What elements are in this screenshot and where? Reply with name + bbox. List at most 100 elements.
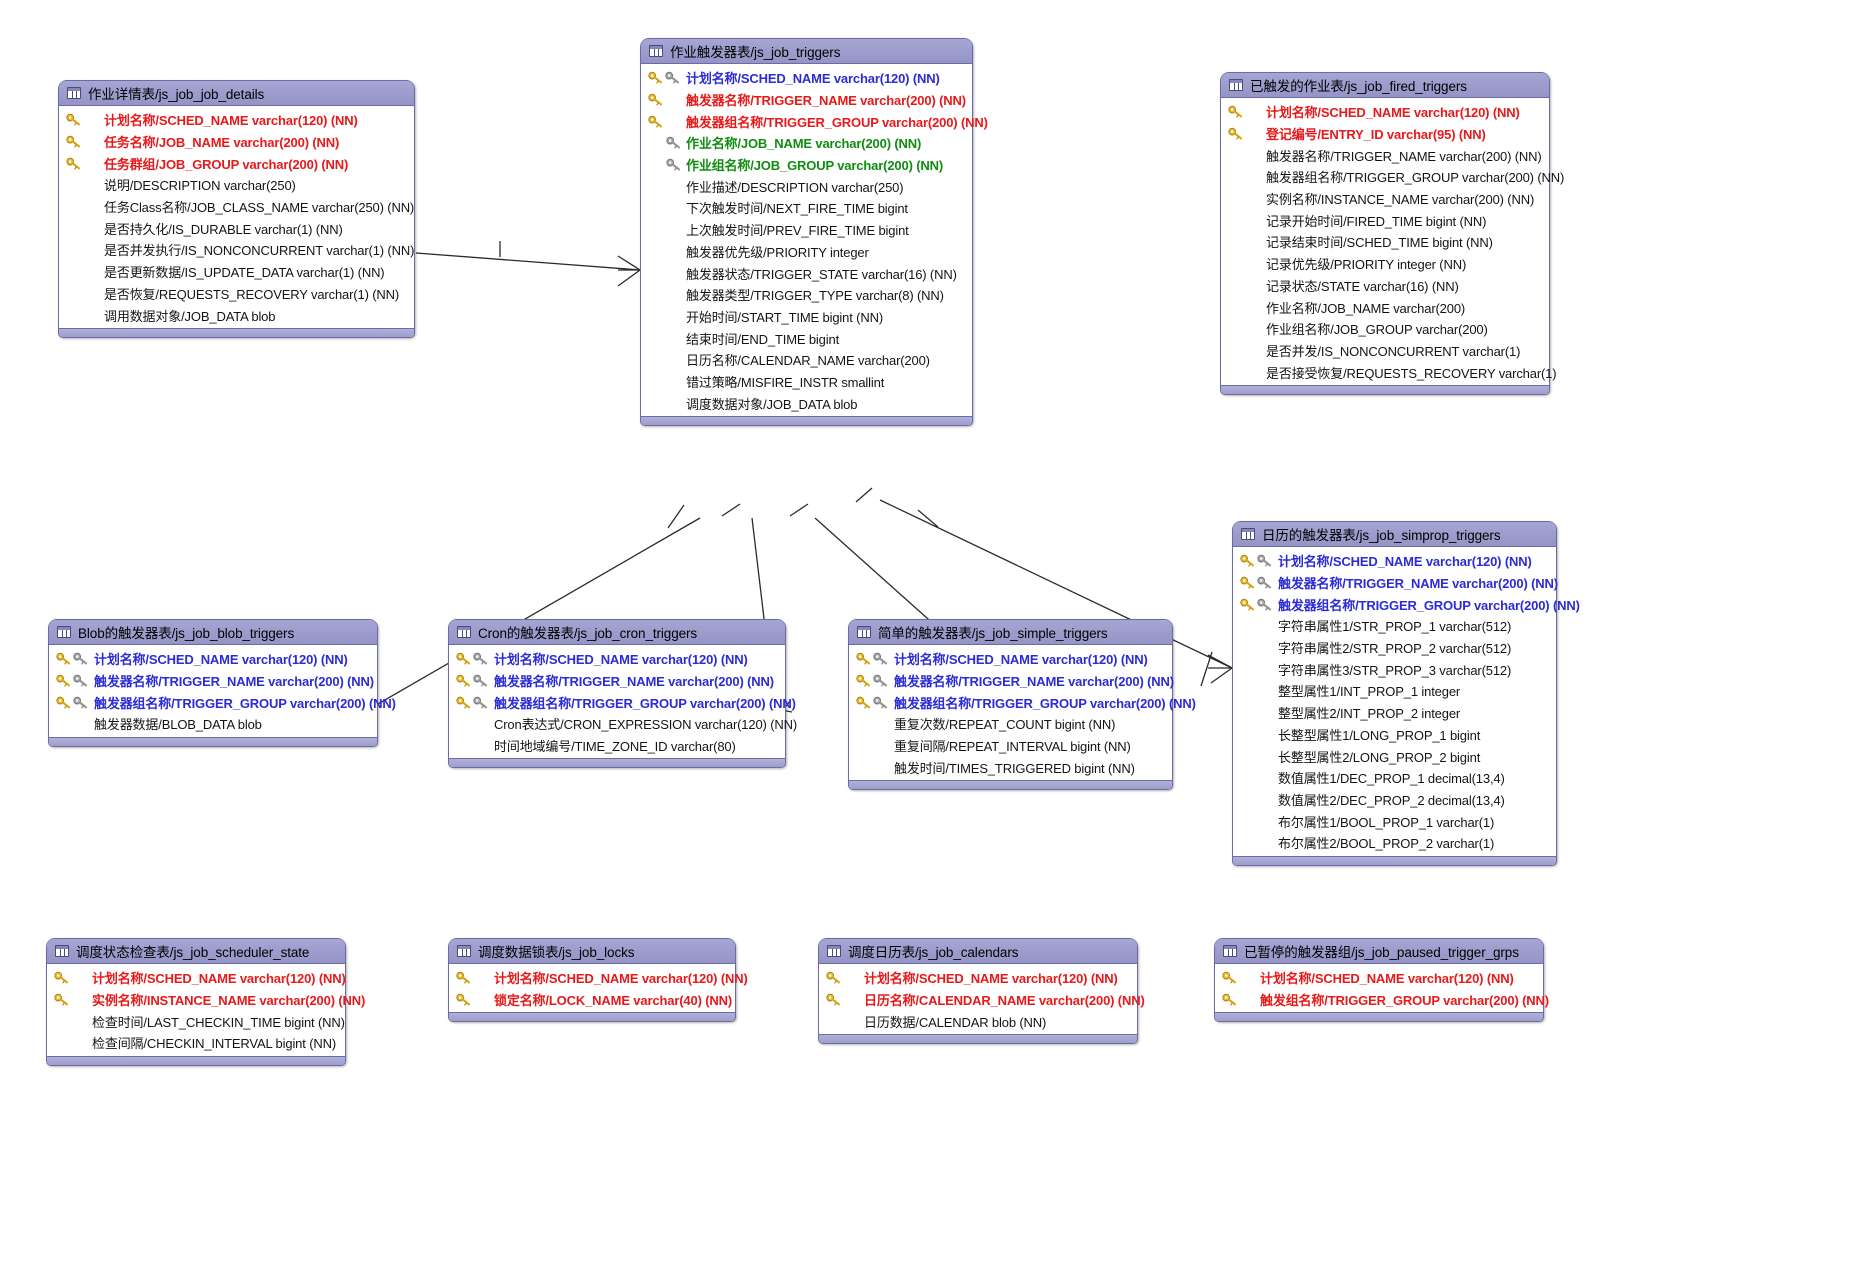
field-row[interactable]: 结束时间/END_TIME bigint [641,327,972,349]
field-row[interactable]: 调度数据对象/JOB_DATA blob [641,392,972,414]
field-row[interactable]: 计划名称/SCHED_NAME varchar(120) (NN) [49,648,377,670]
field-row[interactable]: 作业描述/DESCRIPTION varchar(250) [641,175,972,197]
field-row[interactable]: 是否持久化/IS_DURABLE varchar(1) (NN) [59,217,414,239]
entity-js_job_scheduler_state[interactable]: 调度状态检查表/js_job_scheduler_state 计划名称/SCHED… [46,938,365,1066]
entity-js_job_job_details[interactable]: 作业详情表/js_job_job_details 计划名称/SCHED_NAME … [58,80,415,338]
field-row[interactable]: 时间地域编号/TIME_ZONE_ID varchar(80) [449,735,785,757]
field-row[interactable]: 任务Class名称/JOB_CLASS_NAME varchar(250) (N… [59,196,414,218]
entity-header-js_job_simple_triggers[interactable]: 简单的触发器表/js_job_simple_triggers [849,620,1172,645]
field-row[interactable]: 任务群组/JOB_GROUP varchar(200) (NN) [59,152,414,174]
field-row[interactable]: 长整型属性2/LONG_PROP_2 bigint [1233,745,1556,767]
field-row[interactable]: 计划名称/SCHED_NAME varchar(120) (NN) [47,967,346,989]
field-row[interactable]: 触发器优先级/PRIORITY integer [641,241,972,263]
field-row[interactable]: 触发器数据/BLOB_DATA blob [49,713,377,735]
field-row[interactable]: Cron表达式/CRON_EXPRESSION varchar(120) (NN… [449,713,797,735]
entity-header-js_job_calendars[interactable]: 调度日历表/js_job_calendars [819,939,1137,964]
field-row[interactable]: 计划名称/SCHED_NAME varchar(120) (NN) [449,648,785,670]
field-row[interactable]: 触发器组名称/TRIGGER_GROUP varchar(200) (NN) [1221,166,1564,188]
field-row[interactable]: 重复间隔/REPEAT_INTERVAL bigint (NN) [849,735,1172,757]
field-row[interactable]: 开始时间/START_TIME bigint (NN) [641,306,972,328]
field-row[interactable]: 是否接受恢复/REQUESTS_RECOVERY varchar(1) [1221,361,1557,383]
entity-js_job_paused_trigger_grps[interactable]: 已暂停的触发器组/js_job_paused_trigger_grps 计划名称/… [1214,938,1549,1023]
field-row[interactable]: 触发器名称/TRIGGER_NAME varchar(200) (NN) [1233,572,1558,594]
field-row[interactable]: 触发器名称/TRIGGER_NAME varchar(200) (NN) [849,670,1174,692]
field-row[interactable]: 字符串属性3/STR_PROP_3 varchar(512) [1233,658,1556,680]
entity-js_job_simple_triggers[interactable]: 简单的触发器表/js_job_simple_triggers 计划名称/SCHED… [848,619,1196,791]
entity-header-js_job_blob_triggers[interactable]: Blob的触发器表/js_job_blob_triggers [49,620,377,645]
field-row[interactable]: 计划名称/SCHED_NAME varchar(120) (NN) [449,967,748,989]
field-row[interactable]: 锁定名称/LOCK_NAME varchar(40) (NN) [449,989,735,1011]
field-row[interactable]: 数值属性1/DEC_PROP_1 decimal(13,4) [1233,767,1556,789]
field-row[interactable]: 字符串属性1/STR_PROP_1 varchar(512) [1233,615,1556,637]
field-row[interactable]: 计划名称/SCHED_NAME varchar(120) (NN) [1215,967,1543,989]
field-row[interactable]: 上次触发时间/PREV_FIRE_TIME bigint [641,219,972,241]
field-row[interactable]: 计划名称/SCHED_NAME varchar(120) (NN) [641,67,972,89]
field-row[interactable]: 检查时间/LAST_CHECKIN_TIME bigint (NN) [47,1010,345,1032]
entity-header-js_job_triggers[interactable]: 作业触发器表/js_job_triggers [641,39,972,64]
field-row[interactable]: 说明/DESCRIPTION varchar(250) [59,174,414,196]
field-row[interactable]: 日历名称/CALENDAR_NAME varchar(200) [641,349,972,371]
field-row[interactable]: 触发器状态/TRIGGER_STATE varchar(16) (NN) [641,262,972,284]
field-row[interactable]: 是否并发执行/IS_NONCONCURRENT varchar(1) (NN) [59,239,414,261]
field-row[interactable]: 触发器名称/TRIGGER_NAME varchar(200) (NN) [1221,144,1549,166]
field-row[interactable]: 下次触发时间/NEXT_FIRE_TIME bigint [641,197,972,219]
field-row[interactable]: 触发组名称/TRIGGER_GROUP varchar(200) (NN) [1215,989,1549,1011]
field-row[interactable]: 计划名称/SCHED_NAME varchar(120) (NN) [849,648,1172,670]
field-row[interactable]: 触发器名称/TRIGGER_NAME varchar(200) (NN) [641,89,972,111]
field-row[interactable]: 日历名称/CALENDAR_NAME varchar(200) (NN) [819,989,1145,1011]
field-row[interactable]: 记录结束时间/SCHED_TIME bigint (NN) [1221,231,1549,253]
field-row[interactable]: 触发时间/TIMES_TRIGGERED bigint (NN) [849,756,1172,778]
field-row[interactable]: 是否更新数据/IS_UPDATE_DATA varchar(1) (NN) [59,261,414,283]
field-row[interactable]: 触发器组名称/TRIGGER_GROUP varchar(200) (NN) [449,691,796,713]
field-row[interactable]: 任务名称/JOB_NAME varchar(200) (NN) [59,131,414,153]
entity-js_job_calendars[interactable]: 调度日历表/js_job_calendars 计划名称/SCHED_NAME va… [818,938,1145,1045]
field-row[interactable]: 是否并发/IS_NONCONCURRENT varchar(1) [1221,340,1549,362]
field-row[interactable]: 计划名称/SCHED_NAME varchar(120) (NN) [819,967,1137,989]
field-row[interactable]: 检查间隔/CHECKIN_INTERVAL bigint (NN) [47,1032,345,1054]
entity-js_job_locks[interactable]: 调度数据锁表/js_job_locks 计划名称/SCHED_NAME varch… [448,938,748,1023]
field-row[interactable]: 实例名称/INSTANCE_NAME varchar(200) (NN) [1221,188,1549,210]
field-row[interactable]: 数值属性2/DEC_PROP_2 decimal(13,4) [1233,789,1556,811]
entity-js_job_simprop_triggers[interactable]: 日历的触发器表/js_job_simprop_triggers 计划名称/SCHE… [1232,521,1580,866]
entity-header-js_job_scheduler_state[interactable]: 调度状态检查表/js_job_scheduler_state [47,939,345,964]
field-row[interactable]: 布尔属性2/BOOL_PROP_2 varchar(1) [1233,832,1556,854]
field-row[interactable]: 作业名称/JOB_NAME varchar(200) (NN) [641,132,972,154]
field-row[interactable]: 字符串属性2/STR_PROP_2 varchar(512) [1233,637,1556,659]
field-row[interactable]: 触发器组名称/TRIGGER_GROUP varchar(200) (NN) [1233,593,1580,615]
field-row[interactable]: 长整型属性1/LONG_PROP_1 bigint [1233,724,1556,746]
field-row[interactable]: 记录开始时间/FIRED_TIME bigint (NN) [1221,209,1549,231]
field-row[interactable]: 日历数据/CALENDAR blob (NN) [819,1010,1137,1032]
entity-js_job_cron_triggers[interactable]: Cron的触发器表/js_job_cron_triggers 计划名称/SCHED… [448,619,797,769]
field-row[interactable]: 计划名称/SCHED_NAME varchar(120) (NN) [1233,550,1556,572]
field-row[interactable]: 触发器名称/TRIGGER_NAME varchar(200) (NN) [49,670,377,692]
entity-header-js_job_cron_triggers[interactable]: Cron的触发器表/js_job_cron_triggers [449,620,785,645]
entity-header-js_job_locks[interactable]: 调度数据锁表/js_job_locks [449,939,735,964]
field-row[interactable]: 布尔属性1/BOOL_PROP_1 varchar(1) [1233,810,1556,832]
field-row[interactable]: 重复次数/REPEAT_COUNT bigint (NN) [849,713,1172,735]
field-row[interactable]: 实例名称/INSTANCE_NAME varchar(200) (NN) [47,989,365,1011]
entity-js_job_blob_triggers[interactable]: Blob的触发器表/js_job_blob_triggers 计划名称/SCHED… [48,619,396,747]
field-row[interactable]: 登记编号/ENTRY_ID varchar(95) (NN) [1221,123,1549,145]
field-row[interactable]: 作业名称/JOB_NAME varchar(200) [1221,296,1549,318]
entity-header-js_job_paused_trigger_grps[interactable]: 已暂停的触发器组/js_job_paused_trigger_grps [1215,939,1543,964]
field-row[interactable]: 错过策略/MISFIRE_INSTR smallint [641,371,972,393]
entity-header-js_job_fired_triggers[interactable]: 已触发的作业表/js_job_fired_triggers [1221,73,1549,98]
field-row[interactable]: 记录状态/STATE varchar(16) (NN) [1221,275,1549,297]
field-row[interactable]: 整型属性1/INT_PROP_1 integer [1233,680,1556,702]
field-row[interactable]: 触发器名称/TRIGGER_NAME varchar(200) (NN) [449,670,785,692]
field-row[interactable]: 触发器组名称/TRIGGER_GROUP varchar(200) (NN) [49,691,396,713]
entity-header-js_job_simprop_triggers[interactable]: 日历的触发器表/js_job_simprop_triggers [1233,522,1556,547]
field-row[interactable]: 记录优先级/PRIORITY integer (NN) [1221,253,1549,275]
field-row[interactable]: 触发器类型/TRIGGER_TYPE varchar(8) (NN) [641,284,972,306]
field-row[interactable]: 调用数据对象/JOB_DATA blob [59,304,414,326]
field-row[interactable]: 触发器组名称/TRIGGER_GROUP varchar(200) (NN) [641,110,988,132]
field-row[interactable]: 是否恢复/REQUESTS_RECOVERY varchar(1) (NN) [59,283,414,305]
entity-js_job_triggers[interactable]: 作业触发器表/js_job_triggers 计划名称/SCHED_NAME va… [640,38,988,426]
field-row[interactable]: 整型属性2/INT_PROP_2 integer [1233,702,1556,724]
field-row[interactable]: 作业组名称/JOB_GROUP varchar(200) (NN) [641,154,972,176]
entity-header-js_job_job_details[interactable]: 作业详情表/js_job_job_details [59,81,414,106]
field-row[interactable]: 作业组名称/JOB_GROUP varchar(200) [1221,318,1549,340]
field-row[interactable]: 触发器组名称/TRIGGER_GROUP varchar(200) (NN) [849,691,1196,713]
field-row[interactable]: 计划名称/SCHED_NAME varchar(120) (NN) [59,109,414,131]
